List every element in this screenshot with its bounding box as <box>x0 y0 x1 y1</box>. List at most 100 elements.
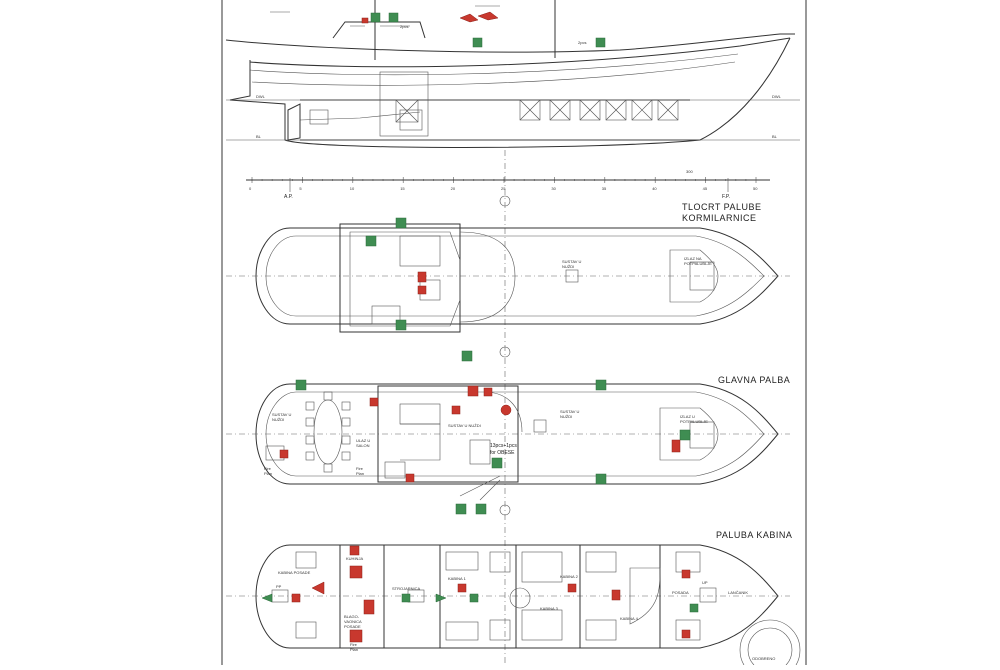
wl-label-right-a: DWL <box>772 94 782 99</box>
scale-tick-label: 50 <box>753 186 758 191</box>
main-deck-plan: GLAVNA PALBA SUSTAV U NUŽDI SUSTAV U NUŽ… <box>226 350 790 516</box>
cabin-sign-red-10 <box>611 589 621 601</box>
deck-outline-3 <box>255 544 779 649</box>
wh-sign-red-2 <box>417 285 427 295</box>
scale-tick-label: 25 <box>501 186 506 191</box>
crew-mess-3: POSADE <box>344 624 361 629</box>
scale-tick-label: 5 <box>299 186 302 191</box>
wl-label-left-a: DWL <box>256 94 266 99</box>
cabin-fire-2: Plan <box>350 647 358 652</box>
main-sign-green-2 <box>595 379 607 391</box>
cabin-sign-red-5 <box>457 583 467 593</box>
cabin-sign-red-2 <box>349 565 363 579</box>
cabin-sign-red-3 <box>349 629 363 643</box>
dining-chair <box>323 391 333 401</box>
saloon <box>377 385 519 483</box>
cabin-sign-green-3 <box>689 603 699 613</box>
fire-plan-1a: Fire <box>356 466 364 471</box>
cabin-sign-red-8 <box>681 569 691 579</box>
cabin-deck-title: PALUBA KABINA <box>716 530 792 540</box>
wh-exit-1: IZLAZ NA <box>684 256 702 261</box>
dining-chair <box>305 417 315 427</box>
main-sign-red-8 <box>451 405 461 415</box>
wheelhouse-title-top: TLOCRT PALUBE <box>682 202 762 212</box>
scale-tick-label: 15 <box>400 186 405 191</box>
main-sign-green-1 <box>461 350 473 362</box>
wheelhouse-deck-plan: TLOCRT PALUBE KORMILARNICE SUSTAV U NUŽD… <box>226 195 790 358</box>
crew-cabin-label: KABINA POSADE <box>278 570 311 575</box>
wheelhouse-profile <box>332 21 426 39</box>
cabin-arrow-red-1 <box>311 581 325 595</box>
approval-stamp: ODOBRENO <box>739 619 801 670</box>
profile-sign-green-2 <box>388 12 399 23</box>
fire-plan-2b: Plan <box>264 471 272 476</box>
cabin-sign-red-1 <box>349 545 360 556</box>
cabin-4-label: KABINA 4 <box>620 616 639 621</box>
fire-plan-1b: Plan <box>356 471 364 476</box>
profile-sign-red-1 <box>361 17 369 24</box>
wh-sign-green-3 <box>395 319 407 331</box>
fire-plan-2a: Fire <box>264 466 272 471</box>
main-sign-green-6 <box>455 503 467 515</box>
main-sign-red-4 <box>369 397 379 407</box>
wh-muster-2: NUŽDI <box>562 264 574 269</box>
engine-room-label: STROJARNICA <box>392 586 421 591</box>
wheelhouse-title-bottom: KORMILARNICE <box>682 213 757 223</box>
main-sign-red-5 <box>671 439 681 453</box>
saloon-entry-1: ULAZ U <box>356 438 370 443</box>
scale-tick-label: 0 <box>249 186 252 191</box>
wl-label-left-b: BL <box>256 134 262 139</box>
cabin-fire-1: Fire <box>350 642 358 647</box>
main-sign-red-3 <box>483 387 493 397</box>
dining-chair <box>341 435 351 445</box>
profile-sign-green-1 <box>370 12 381 23</box>
main-sign-red-7 <box>405 473 415 483</box>
cabin-sign-red-7 <box>291 593 301 603</box>
main-deck-title: GLAVNA PALBA <box>718 375 790 385</box>
cabin-sign-green-2 <box>469 593 479 603</box>
stamp-text: ODOBRENO <box>752 656 775 661</box>
lifejackets-2: for OBESE <box>490 450 515 456</box>
crew-right-label: POSADA <box>672 590 689 595</box>
lifejackets-1: 13pcs+1pcs <box>490 443 517 449</box>
fore-exit-2: POTPALUBLJE <box>680 419 708 424</box>
main-sign-red-2 <box>467 385 479 397</box>
deck-outline-1 <box>255 227 779 325</box>
cabin-1-label: KABINA 1 <box>448 576 467 581</box>
crew-mess-1: BLAGO- <box>344 614 360 619</box>
dining-chair <box>341 401 351 411</box>
mid-hatch <box>565 269 579 283</box>
scale-tick-label: 20 <box>451 186 456 191</box>
profile-view: DWL BL DWL BL 2pcs 2pcs <box>225 0 800 148</box>
main-muster-1: SUSTAV U <box>272 412 292 417</box>
scale-tick-label: 30 <box>551 186 556 191</box>
dining-chairs <box>305 391 351 473</box>
main-sign-red-1 <box>500 404 512 416</box>
cabin-details <box>271 551 717 641</box>
cabin-sign-red-9 <box>681 629 691 639</box>
main-muster-3: SUSTAV U <box>560 409 580 414</box>
main-sign-green-7 <box>475 503 487 515</box>
cabin-sign-red-6 <box>567 583 577 593</box>
dining-chair <box>341 451 351 461</box>
main-sign-green-8 <box>679 429 691 441</box>
galley-label: KUHINJA <box>346 556 363 561</box>
main-hatch <box>533 419 547 433</box>
crew-mess-2: VAONICA <box>344 619 362 624</box>
wh-sign-green-1 <box>395 217 407 229</box>
dining-chair <box>305 435 315 445</box>
cabin-deck-plan: PALUBA KABINA <box>226 530 792 652</box>
profile-qty-a: 2pcs <box>400 24 408 29</box>
wl-label-right-b: BL <box>772 134 778 139</box>
profile-flag-2 <box>477 11 499 21</box>
profile-qty-b: 2pcs <box>578 40 586 45</box>
scale-tick-label: 35 <box>602 186 607 191</box>
scale-tick-label: 40 <box>652 186 657 191</box>
wh-sign-red-1 <box>417 271 427 283</box>
cabin-arrow-green-1 <box>261 593 273 603</box>
profile-flag-1 <box>459 13 479 23</box>
main-muster-2: NUŽDI <box>272 417 284 422</box>
wh-exit-2: POTPALUBLJE <box>684 261 712 266</box>
wh-muster-1: SUSTAV U <box>562 259 582 264</box>
